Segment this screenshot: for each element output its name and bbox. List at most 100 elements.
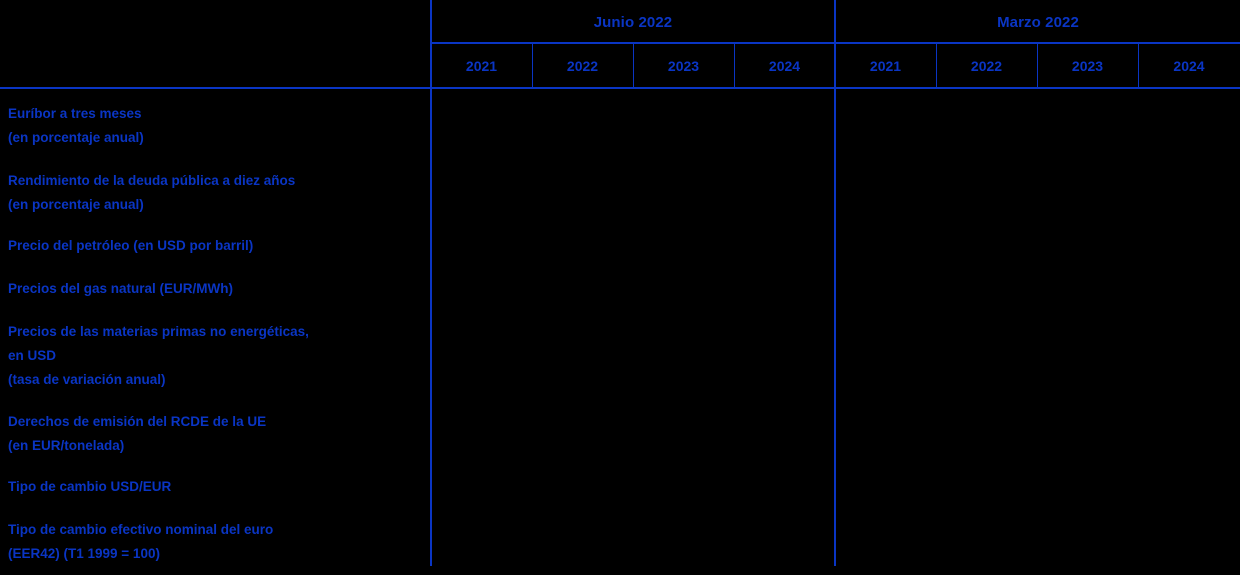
indicator-label-line: (en porcentaje anual) <box>8 197 144 212</box>
data-cell[interactable] <box>532 518 633 542</box>
data-cell[interactable] <box>1037 410 1138 434</box>
year-column-separator <box>633 44 634 88</box>
data-cell[interactable] <box>1037 169 1138 193</box>
year-column-separator <box>1138 44 1139 88</box>
data-cell[interactable] <box>1138 234 1240 258</box>
data-cell[interactable] <box>734 475 835 499</box>
data-cell[interactable] <box>633 518 734 542</box>
data-cell[interactable] <box>532 234 633 258</box>
data-cell[interactable] <box>633 234 734 258</box>
data-cell[interactable] <box>431 102 532 126</box>
data-cell[interactable] <box>1138 169 1240 193</box>
year-header-cell[interactable]: 2024 <box>1173 58 1205 74</box>
indicator-label: Rendimiento de la deuda pública a diez a… <box>8 169 422 217</box>
data-cell[interactable] <box>633 169 734 193</box>
data-cell[interactable] <box>835 277 936 301</box>
data-cell[interactable] <box>734 102 835 126</box>
indicator-label-line: (EER42) (T1 1999 = 100) <box>8 546 160 561</box>
data-cell[interactable] <box>1037 277 1138 301</box>
data-cell[interactable] <box>431 277 532 301</box>
row-label-column-divider <box>430 0 432 566</box>
data-cell[interactable] <box>835 410 936 434</box>
data-cell[interactable] <box>734 277 835 301</box>
year-header-cell[interactable]: 2022 <box>970 58 1003 74</box>
year-header-cell[interactable]: 2023 <box>1071 58 1104 74</box>
data-cell[interactable] <box>532 475 633 499</box>
year-column-separator <box>734 44 735 88</box>
indicator-label-line: (en porcentaje anual) <box>8 130 144 145</box>
indicator-label: Precios de las materias primas no energé… <box>8 320 422 392</box>
data-cell[interactable] <box>532 410 633 434</box>
period-header-junio-2022: Junio 2022 <box>593 14 673 31</box>
data-cell[interactable] <box>1037 475 1138 499</box>
indicator-label: Derechos de emisión del RCDE de la UE (en… <box>8 410 422 458</box>
data-cell[interactable] <box>1138 102 1240 126</box>
data-cell[interactable] <box>431 410 532 434</box>
year-header-cell[interactable]: 2023 <box>667 58 700 74</box>
data-cell[interactable] <box>936 320 1037 344</box>
indicator-label-line: Precios de las materias primas no energé… <box>8 324 309 339</box>
data-cell[interactable] <box>1138 320 1240 344</box>
data-cell[interactable] <box>835 475 936 499</box>
data-cell[interactable] <box>1138 518 1240 542</box>
data-cell[interactable] <box>431 518 532 542</box>
data-cell[interactable] <box>532 102 633 126</box>
data-cell[interactable] <box>1138 410 1240 434</box>
period-group-divider <box>834 0 836 566</box>
data-cell[interactable] <box>835 320 936 344</box>
data-cell[interactable] <box>936 518 1037 542</box>
data-cell[interactable] <box>1037 320 1138 344</box>
year-header-cell[interactable]: 2024 <box>768 58 801 74</box>
data-cell[interactable] <box>633 475 734 499</box>
data-cell[interactable] <box>1037 234 1138 258</box>
indicator-label-line: (tasa de variación anual) <box>8 372 166 387</box>
data-cell[interactable] <box>1037 518 1138 542</box>
header-body-divider <box>0 87 1240 89</box>
indicator-label: Tipo de cambio USD/EUR <box>8 475 422 499</box>
indicator-label: Precio del petróleo (en USD por barril) <box>8 234 422 258</box>
data-cell[interactable] <box>734 518 835 542</box>
data-cell[interactable] <box>633 410 734 434</box>
data-cell[interactable] <box>936 102 1037 126</box>
data-cell[interactable] <box>734 169 835 193</box>
data-cell[interactable] <box>734 234 835 258</box>
indicator-label-line: Derechos de emisión del RCDE de la UE <box>8 414 267 429</box>
data-cell[interactable] <box>936 475 1037 499</box>
indicator-label-line: Rendimiento de la deuda pública a diez a… <box>8 173 296 188</box>
year-header-cell[interactable]: 2022 <box>566 58 599 74</box>
data-cell[interactable] <box>835 234 936 258</box>
year-header-cell[interactable]: 2021 <box>869 58 902 74</box>
indicator-label-line: (en EUR/tonelada) <box>8 438 125 453</box>
data-cell[interactable] <box>532 320 633 344</box>
data-cell[interactable] <box>734 410 835 434</box>
indicator-label-line: Precios del gas natural (EUR/MWh) <box>8 281 234 296</box>
data-cell[interactable] <box>1037 102 1138 126</box>
year-column-separator <box>1037 44 1038 88</box>
data-cell[interactable] <box>532 169 633 193</box>
period-header-marzo-2022: Marzo 2022 <box>997 14 1079 31</box>
data-cell[interactable] <box>835 102 936 126</box>
indicator-label: Tipo de cambio efectivo nominal del euro… <box>8 518 422 566</box>
data-cell[interactable] <box>936 277 1037 301</box>
period-header-underline <box>430 42 1240 44</box>
data-cell[interactable] <box>431 169 532 193</box>
data-cell[interactable] <box>1138 475 1240 499</box>
data-cell[interactable] <box>1138 277 1240 301</box>
data-cell[interactable] <box>633 320 734 344</box>
data-cell[interactable] <box>835 518 936 542</box>
indicator-label: Euríbor a tres meses(en porcentaje anual… <box>8 102 422 150</box>
year-header-cell[interactable]: 2021 <box>465 58 498 74</box>
data-cell[interactable] <box>532 277 633 301</box>
data-cell[interactable] <box>734 320 835 344</box>
data-cell[interactable] <box>431 234 532 258</box>
data-cell[interactable] <box>936 410 1037 434</box>
data-cell[interactable] <box>431 320 532 344</box>
data-cell[interactable] <box>431 475 532 499</box>
indicator-label: Precios del gas natural (EUR/MWh) <box>8 277 422 301</box>
data-cell[interactable] <box>633 102 734 126</box>
data-cell[interactable] <box>835 169 936 193</box>
data-cell[interactable] <box>633 277 734 301</box>
data-cell[interactable] <box>936 234 1037 258</box>
data-cell[interactable] <box>936 169 1037 193</box>
year-column-separator <box>532 44 533 88</box>
